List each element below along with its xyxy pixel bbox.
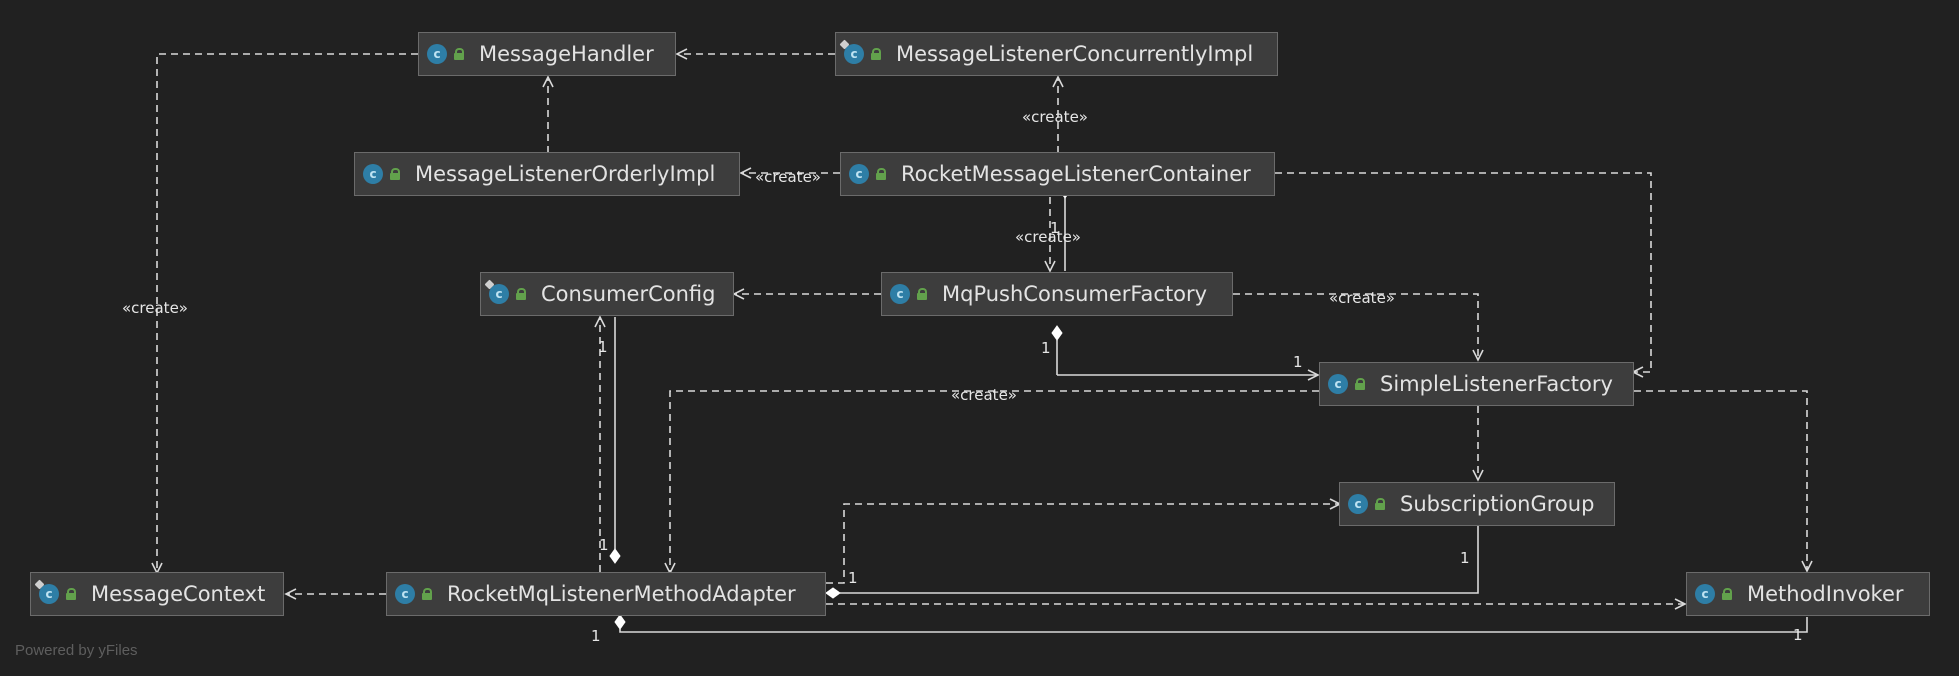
class-consumer-config[interactable]: c ConsumerConfig <box>480 272 734 316</box>
class-name: SimpleListenerFactory <box>1380 372 1613 396</box>
class-icon: c <box>1695 584 1715 604</box>
public-visibility-icon <box>453 48 465 60</box>
class-method-invoker[interactable]: c MethodInvoker <box>1686 572 1930 616</box>
edge-container-to-simple-factory <box>1275 172 1652 378</box>
class-message-listener-orderly-impl[interactable]: c MessageListenerOrderlyImpl <box>354 152 740 196</box>
class-mq-push-consumer-factory[interactable]: c MqPushConsumerFactory <box>881 272 1233 316</box>
class-name: MessageHandler <box>479 42 654 66</box>
class-rocket-message-listener-container[interactable]: c RocketMessageListenerContainer <box>840 152 1275 196</box>
edge-simple-factory-to-invoker <box>1634 390 1813 573</box>
create-label: «create» <box>1015 228 1081 246</box>
create-label: «create» <box>1022 108 1088 126</box>
public-visibility-icon <box>515 288 527 300</box>
class-name: ConsumerConfig <box>541 282 716 306</box>
public-visibility-icon <box>389 168 401 180</box>
public-visibility-icon <box>870 48 882 60</box>
multiplicity-label: 1 <box>1793 626 1803 644</box>
edge-simple-factory-to-adapter <box>664 390 1319 575</box>
class-name: SubscriptionGroup <box>1400 492 1595 516</box>
edge-adapter-to-subscription <box>826 498 1342 584</box>
class-message-listener-concurrently-impl[interactable]: c MessageListenerConcurrentlyImpl <box>835 32 1278 76</box>
class-icon: c <box>844 44 864 64</box>
class-name: MethodInvoker <box>1747 582 1904 606</box>
public-visibility-icon <box>1354 378 1366 390</box>
edge-factory-to-simple-factory <box>1233 293 1484 362</box>
multiplicity-label: 1 <box>598 338 608 356</box>
public-visibility-icon <box>421 588 433 600</box>
public-visibility-icon <box>65 588 77 600</box>
class-icon: c <box>427 44 447 64</box>
public-visibility-icon <box>1721 588 1733 600</box>
multiplicity-label: 1 <box>599 536 609 554</box>
public-visibility-icon <box>875 168 887 180</box>
class-name: MessageListenerConcurrentlyImpl <box>896 42 1254 66</box>
class-rocket-mq-listener-method-adapter[interactable]: c RocketMqListenerMethodAdapter <box>386 572 826 616</box>
edge-adapter-composes-subscription <box>825 526 1479 599</box>
yfiles-watermark: Powered by yFiles <box>15 642 138 659</box>
class-icon: c <box>395 584 415 604</box>
class-name: RocketMessageListenerContainer <box>901 162 1251 186</box>
multiplicity-label: 1 <box>591 627 601 645</box>
class-icon: c <box>849 164 869 184</box>
create-label: «create» <box>122 299 188 317</box>
class-name: MqPushConsumerFactory <box>942 282 1208 306</box>
public-visibility-icon <box>1374 498 1386 510</box>
class-subscription-group[interactable]: c SubscriptionGroup <box>1339 482 1615 526</box>
class-icon: c <box>489 284 509 304</box>
class-message-context[interactable]: c MessageContext <box>30 572 284 616</box>
class-icon: c <box>39 584 59 604</box>
multiplicity-label: 1 <box>1460 549 1470 567</box>
multiplicity-label: 1 <box>1050 219 1060 237</box>
class-icon: c <box>1328 374 1348 394</box>
multiplicity-label: 1 <box>1041 339 1051 357</box>
multiplicity-label: 1 <box>1293 353 1303 371</box>
edge-adapter-composes-invoker <box>614 614 1808 633</box>
class-simple-listener-factory[interactable]: c SimpleListenerFactory <box>1319 362 1634 406</box>
create-label: «create» <box>951 386 1017 404</box>
class-icon: c <box>890 284 910 304</box>
multiplicity-label: 1 <box>848 569 858 587</box>
class-name: MessageListenerOrderlyImpl <box>415 162 716 186</box>
create-label: «create» <box>1329 289 1395 307</box>
class-name: RocketMqListenerMethodAdapter <box>447 582 796 606</box>
edge-handler-to-context <box>151 53 418 575</box>
class-icon: c <box>363 164 383 184</box>
create-label: «create» <box>755 168 821 186</box>
public-visibility-icon <box>916 288 928 300</box>
class-message-handler[interactable]: c MessageHandler <box>418 32 676 76</box>
class-icon: c <box>1348 494 1368 514</box>
class-name: MessageContext <box>91 582 266 606</box>
